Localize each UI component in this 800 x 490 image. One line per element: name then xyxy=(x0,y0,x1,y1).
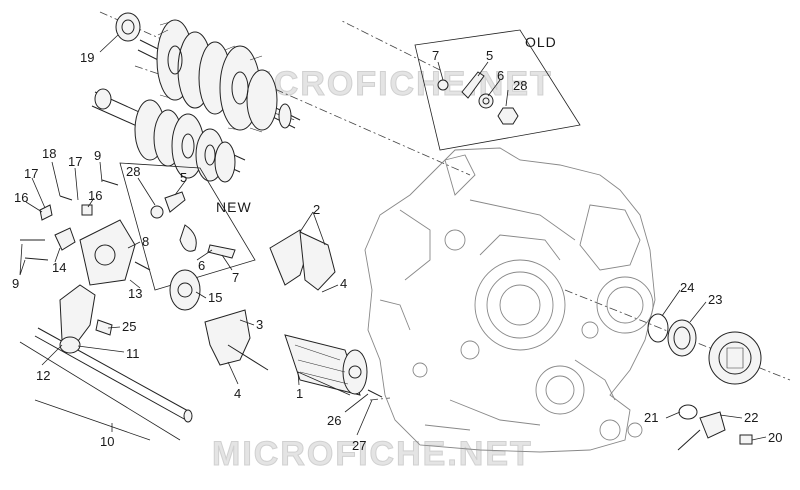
callout-17-right: 17 xyxy=(68,154,82,169)
callout-6-new: 6 xyxy=(198,258,205,273)
callout-15: 15 xyxy=(208,290,222,305)
callout-28-new: 28 xyxy=(126,164,140,179)
callout-17-left: 17 xyxy=(24,166,38,181)
callout-5-new: 5 xyxy=(180,170,187,185)
callout-9-top: 9 xyxy=(94,148,101,163)
new-label: NEW xyxy=(216,199,252,215)
new-group: NEW xyxy=(119,162,256,291)
leader-lines xyxy=(19,34,767,441)
callout-numbers: 19 7 5 6 28 18 17 17 9 16 16 28 5 2 8 14… xyxy=(12,48,782,453)
callout-18: 18 xyxy=(42,146,56,161)
callout-9-bottom: 9 xyxy=(12,276,19,291)
callout-10: 10 xyxy=(100,434,114,449)
callout-16-left: 16 xyxy=(14,190,28,205)
callout-16-right: 16 xyxy=(88,188,102,203)
seal-19 xyxy=(115,12,141,42)
selector-plate xyxy=(20,179,201,311)
callout-25: 25 xyxy=(122,319,136,334)
callout-8: 8 xyxy=(142,234,149,249)
callout-7-old: 7 xyxy=(432,48,439,63)
watermark-bottom: MICROFICHE.NET xyxy=(212,435,533,473)
watermark-top: MICROFICHE.NET xyxy=(232,65,553,103)
callout-23: 23 xyxy=(708,292,722,307)
callout-26: 26 xyxy=(327,413,341,428)
callout-24: 24 xyxy=(680,280,694,295)
shift-forks xyxy=(204,229,336,371)
callout-4-bottom: 4 xyxy=(234,386,241,401)
callout-28-old: 28 xyxy=(513,78,527,93)
crankcase xyxy=(364,147,656,453)
callout-7-new: 7 xyxy=(232,270,239,285)
callout-2: 2 xyxy=(313,202,320,217)
callout-22: 22 xyxy=(744,410,758,425)
shift-shaft xyxy=(34,284,193,423)
old-group: OLD xyxy=(414,29,581,151)
output-shaft-gears xyxy=(137,19,301,133)
callout-20: 20 xyxy=(768,430,782,445)
callout-1: 1 xyxy=(296,386,303,401)
callout-4-top: 4 xyxy=(340,276,347,291)
callout-11: 11 xyxy=(126,346,140,361)
callout-5-old: 5 xyxy=(486,48,493,63)
callout-6-old: 6 xyxy=(497,68,504,83)
callout-14: 14 xyxy=(52,260,66,275)
sprocket-assembly xyxy=(647,313,762,451)
callout-21: 21 xyxy=(644,410,658,425)
selector-drum-1 xyxy=(284,334,383,398)
callout-27: 27 xyxy=(352,438,366,453)
callout-19: 19 xyxy=(80,50,94,65)
callout-3: 3 xyxy=(256,317,263,332)
callout-13: 13 xyxy=(128,286,142,301)
old-label: OLD xyxy=(525,34,557,50)
input-shaft-gears xyxy=(91,88,246,183)
callout-12: 12 xyxy=(36,368,50,383)
